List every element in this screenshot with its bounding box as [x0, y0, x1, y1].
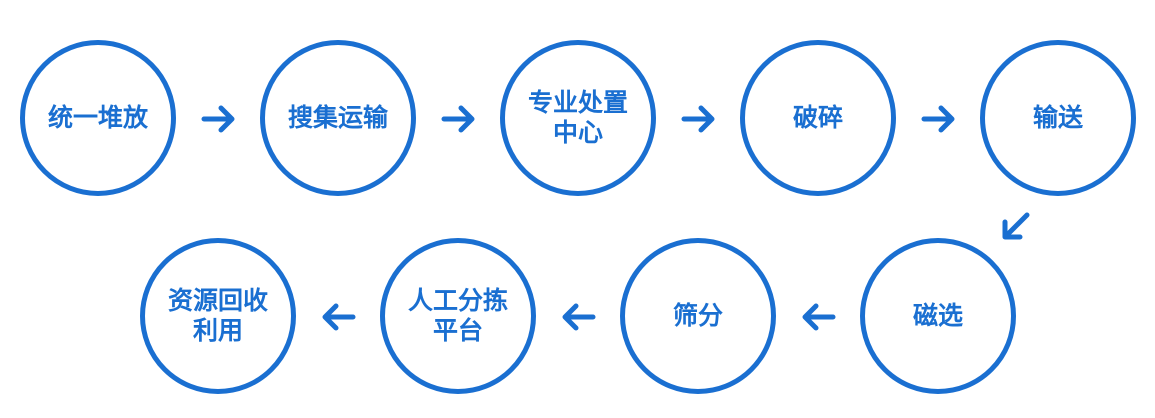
step-label: 人工分拣 平台: [407, 286, 508, 345]
step-screening: 筛分: [620, 238, 776, 394]
step-disposal-center: 专业处置 中心: [500, 40, 656, 196]
step-magnetic-separation: 磁选: [860, 238, 1016, 394]
arrow-right-icon: [199, 99, 239, 139]
step-resource-recycling: 资源回收 利用: [140, 238, 296, 394]
step-unified-stacking: 统一堆放: [20, 40, 176, 196]
arrow-left-icon: [798, 297, 838, 337]
step-collection-transport: 搜集运输: [260, 40, 416, 196]
arrow-left-icon: [318, 297, 358, 337]
step-label: 破碎: [792, 103, 843, 132]
step-label: 输送: [1032, 103, 1083, 132]
step-label: 筛分: [672, 301, 723, 330]
step-conveying: 输送: [980, 40, 1136, 196]
arrow-right-icon: [439, 99, 479, 139]
step-label: 专业处置 中心: [527, 88, 628, 147]
step-manual-sorting-platform: 人工分拣 平台: [380, 238, 536, 394]
step-label: 磁选: [912, 301, 963, 330]
arrow-left-icon: [558, 297, 598, 337]
step-label: 资源回收 利用: [167, 286, 268, 345]
arrow-right-icon: [919, 99, 959, 139]
step-label: 搜集运输: [287, 103, 388, 132]
arrow-right-icon: [679, 99, 719, 139]
step-label: 统一堆放: [47, 103, 148, 132]
step-crushing: 破碎: [740, 40, 896, 196]
arrow-down-left-icon: [995, 207, 1035, 247]
